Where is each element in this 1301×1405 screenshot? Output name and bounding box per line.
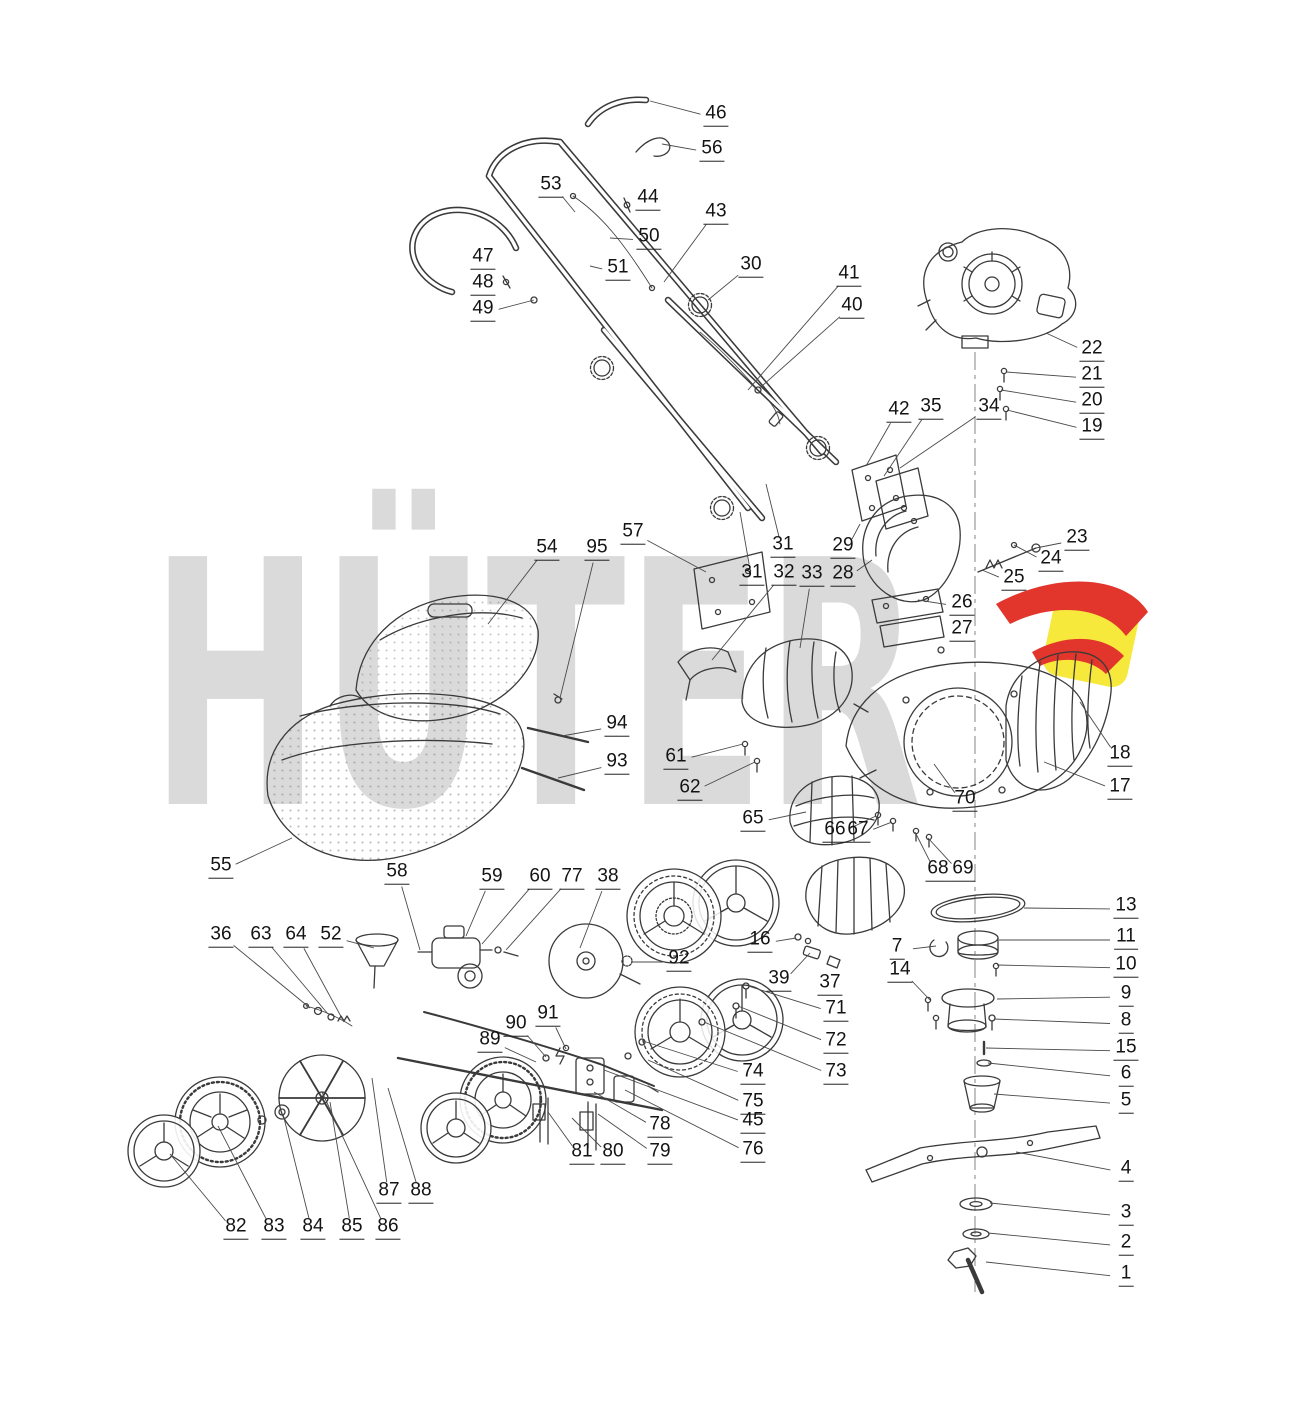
blade-adapter bbox=[924, 988, 996, 1033]
handle-knobs-and-cables bbox=[502, 137, 831, 521]
left-wheel-group bbox=[127, 1054, 366, 1188]
support-rods bbox=[520, 693, 590, 792]
cable-fittings bbox=[302, 1002, 353, 1027]
drive-belt bbox=[930, 893, 1026, 923]
small-fasteners bbox=[794, 933, 841, 969]
leader-lines bbox=[169, 100, 1111, 1277]
oil-funnel bbox=[355, 933, 399, 989]
deck-bolts bbox=[741, 740, 933, 848]
mower-deck bbox=[845, 661, 1088, 809]
front-wheel-pair bbox=[626, 859, 780, 964]
axle-and-rod bbox=[396, 1011, 664, 1112]
side-discharge-cover bbox=[1005, 651, 1112, 791]
corner-bracket bbox=[677, 647, 737, 701]
height-adjust-lever bbox=[977, 541, 1041, 573]
engine-mount-bolts bbox=[996, 367, 1010, 421]
mount-plate bbox=[693, 551, 771, 630]
engine-assembly bbox=[917, 228, 1077, 349]
brand-logo-icon bbox=[996, 581, 1148, 688]
cutting-blade bbox=[865, 1125, 1101, 1183]
mulch-plug bbox=[789, 775, 880, 846]
gearbox-assembly bbox=[417, 925, 519, 989]
drive-gear-disc bbox=[548, 923, 641, 999]
blade-bolt-set bbox=[947, 1197, 993, 1295]
front-guard bbox=[805, 856, 905, 935]
blade-holder-parts bbox=[963, 1040, 1001, 1113]
handle-bracket-plates bbox=[851, 454, 929, 530]
rear-flap bbox=[862, 494, 961, 603]
grass-bag bbox=[266, 692, 525, 862]
support-channel-bracket bbox=[871, 588, 945, 654]
center-wheel-pair bbox=[420, 1056, 547, 1164]
linkage-brackets bbox=[532, 1038, 659, 1151]
rear-wheel-pair bbox=[634, 978, 784, 1078]
belt-cover-deflector bbox=[741, 638, 853, 728]
handlebar-assembly bbox=[409, 96, 840, 522]
blade-pulley bbox=[929, 930, 1000, 977]
